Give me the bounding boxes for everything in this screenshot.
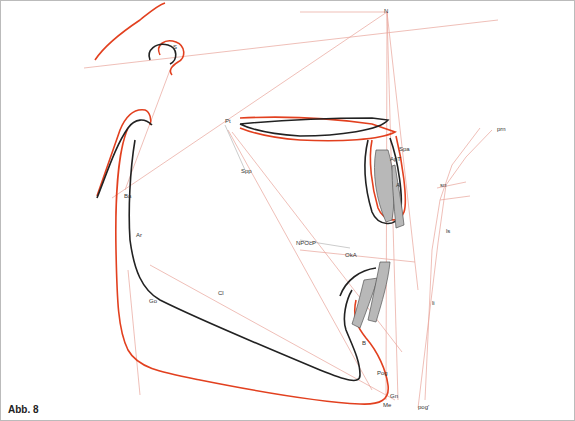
landmark-label: Spp [241, 168, 252, 175]
landmark-label: prn [497, 126, 506, 133]
landmark-label: NPOcP [296, 240, 316, 247]
landmark-label: OkA [345, 252, 357, 259]
landmark-label: sn [440, 182, 446, 189]
landmark-label: S [173, 44, 177, 51]
landmark-label: Gn [390, 393, 398, 400]
landmark-label: pog' [418, 404, 429, 411]
landmark-label: Cl [218, 290, 224, 297]
landmark-label: li [432, 300, 435, 307]
landmark-label: B [362, 340, 366, 347]
landmark-label: Ba [124, 193, 131, 200]
landmark-label: Spa [399, 146, 410, 153]
landmark-label: Pog [377, 370, 388, 377]
landmark-label: Go [149, 298, 157, 305]
landmark-label: Me [383, 402, 391, 409]
landmark-label: N [384, 8, 388, 15]
landmark-label: Pt [225, 118, 231, 125]
landmark-label: A [396, 182, 400, 189]
landmark-label: ls [446, 228, 450, 235]
landmark-label: ApT [390, 156, 401, 163]
landmark-label: Ar [136, 232, 142, 239]
figure-caption: Abb. 8 [6, 404, 41, 415]
